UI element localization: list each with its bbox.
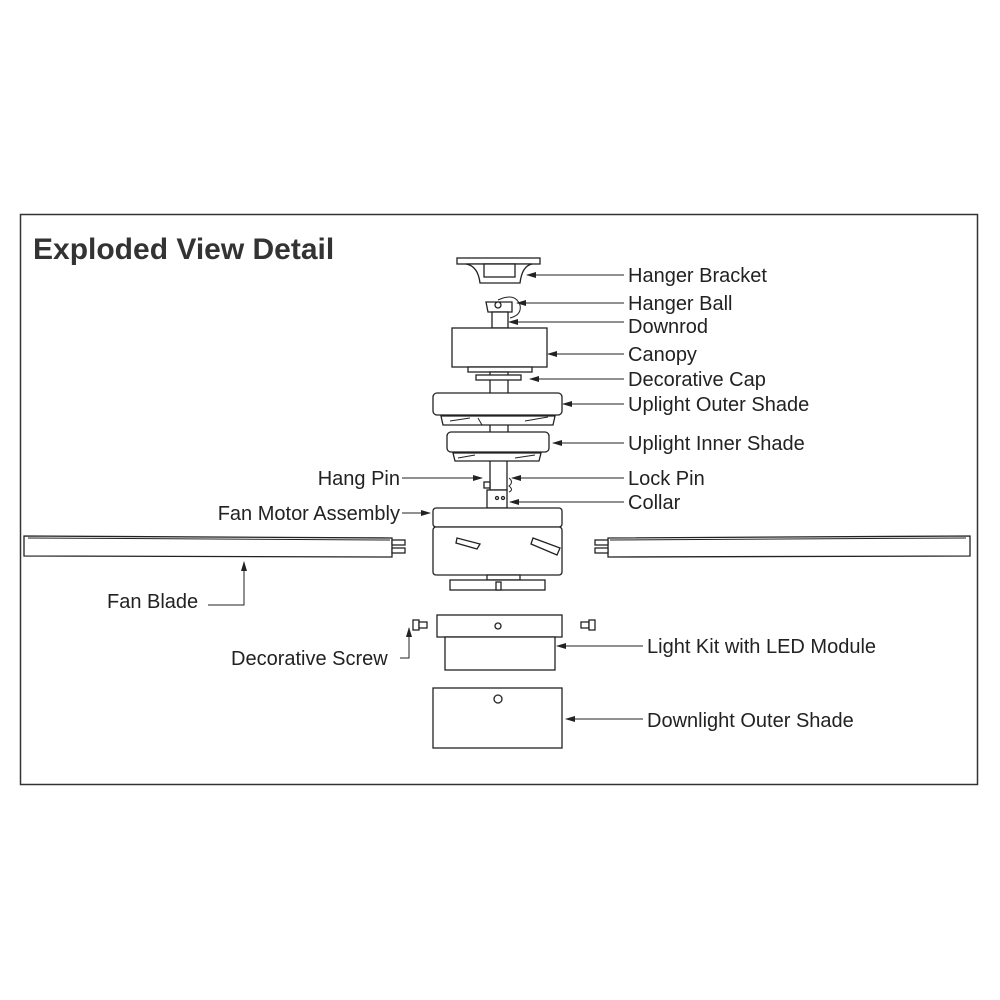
label-lock-pin: Lock Pin xyxy=(628,468,705,490)
label-hang-pin: Hang Pin xyxy=(318,468,400,490)
label-uplight-outer-shade: Uplight Outer Shade xyxy=(628,394,809,416)
lock-pin-part xyxy=(508,477,512,493)
downlight-outer-shade-part xyxy=(432,687,563,749)
label-hanger-ball: Hanger Ball xyxy=(628,293,733,315)
leader-lines xyxy=(208,272,643,722)
hanger-ball-part xyxy=(485,296,521,319)
label-fan-motor-assembly: Fan Motor Assembly xyxy=(218,503,400,525)
decorative-screw-right-part xyxy=(580,619,596,631)
diagram-frame xyxy=(19,213,979,786)
hanger-bracket-part xyxy=(456,257,541,284)
label-downrod: Downrod xyxy=(628,316,708,338)
collar-part xyxy=(486,489,508,509)
label-uplight-inner-shade: Uplight Inner Shade xyxy=(628,433,805,455)
label-decorative-cap: Decorative Cap xyxy=(628,369,766,391)
label-light-kit: Light Kit with LED Module xyxy=(647,636,876,658)
label-collar: Collar xyxy=(628,492,681,514)
label-downlight-outer-shade: Downlight Outer Shade xyxy=(647,710,854,732)
fan-motor-assembly-part xyxy=(432,507,563,591)
label-canopy: Canopy xyxy=(628,344,697,366)
light-kit-part xyxy=(436,614,563,671)
decorative-screw-left-part xyxy=(412,619,428,631)
uplight-outer-shade-part xyxy=(432,392,563,436)
diagram-title: Exploded View Detail xyxy=(33,233,334,266)
fan-blade-left-part xyxy=(23,535,406,558)
label-hanger-bracket: Hanger Bracket xyxy=(628,265,767,287)
decorative-cap-part xyxy=(475,374,522,381)
hang-pin-part xyxy=(483,481,491,489)
uplight-inner-shade-part xyxy=(446,431,550,491)
canopy-part xyxy=(451,327,548,373)
downrod-part xyxy=(491,311,509,329)
fan-blade-right-part xyxy=(594,535,971,558)
label-decorative-screw: Decorative Screw xyxy=(231,648,388,670)
label-fan-blade: Fan Blade xyxy=(107,591,198,613)
